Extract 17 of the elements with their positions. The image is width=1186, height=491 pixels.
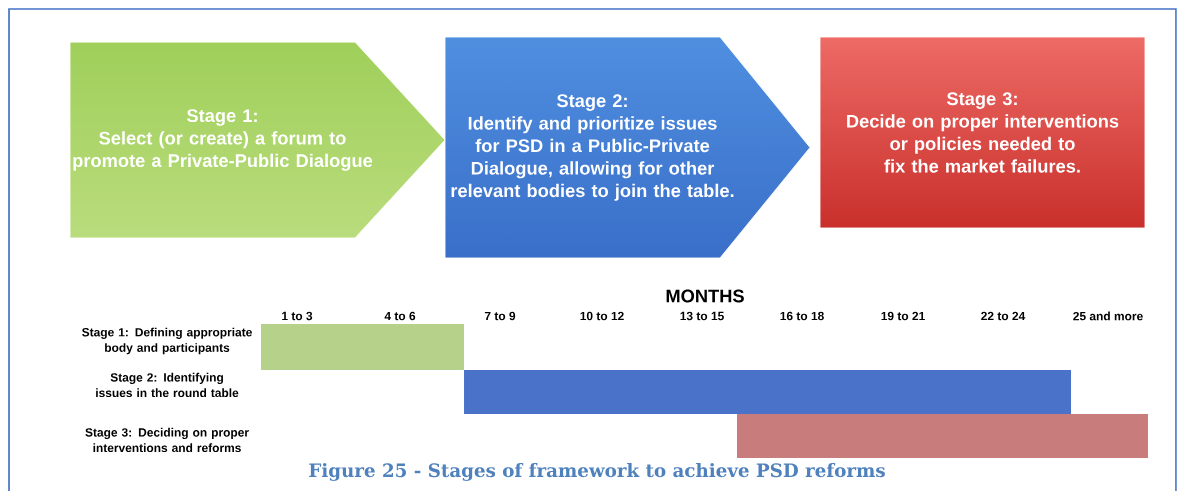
- gantt-bar: [737, 414, 1148, 458]
- arrow-box: Stage 1: Select (or create) a forum to promote a Private-Public Dialogue: [69, 41, 446, 239]
- row-label: Stage 2: Identifying issues in the round table: [96, 372, 239, 398]
- column-header: 19 to 21: [881, 311, 925, 321]
- gantt-bar: [261, 324, 464, 370]
- column-header: 10 to 12: [580, 311, 624, 321]
- column-header: 16 to 18: [780, 311, 824, 321]
- row-label: Stage 3: Deciding on proper interventions and reforms: [85, 427, 249, 453]
- gantt-bar: [464, 370, 1071, 414]
- column-header: 25 and more: [1073, 311, 1143, 321]
- axis-title: MONTHS: [666, 289, 744, 303]
- column-header: 22 to 24: [981, 311, 1026, 321]
- process-box: Stage 3: Decide on proper interventions or policies needed to fix the market failures.: [819, 36, 1146, 229]
- figure-caption: Figure 25 - Stages of framework to achieve PSD reforms: [309, 463, 885, 481]
- column-header: 7 to 9: [484, 311, 516, 321]
- column-header: 13 to 15: [680, 311, 724, 321]
- arrow-box: Stage 2: Identify and prioritize issues for PSD in a Public-Private Dialogue, allowing for other relevant bodies to join the table.: [444, 36, 811, 259]
